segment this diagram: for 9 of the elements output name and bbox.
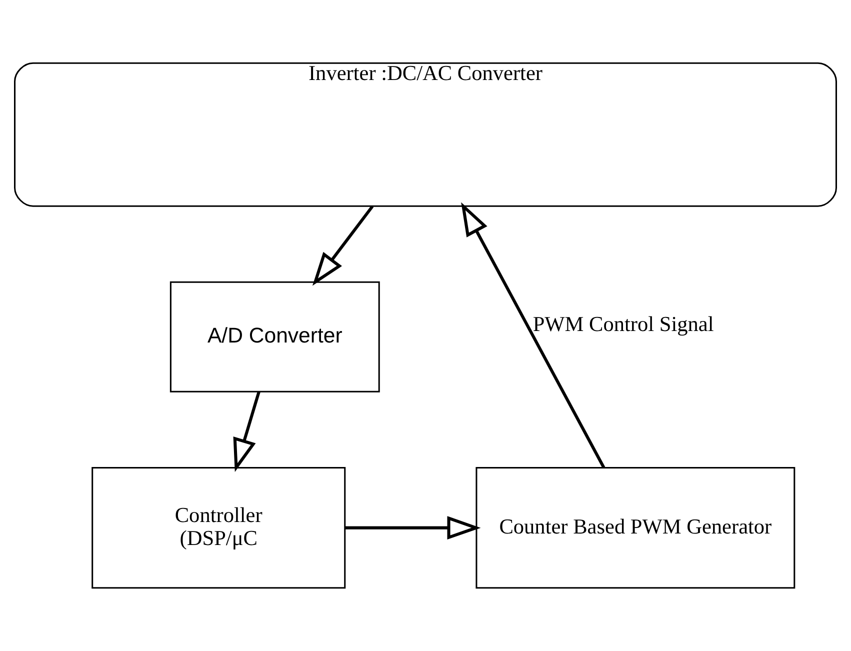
node-box: Counter Based PWM Generator bbox=[476, 466, 796, 589]
arrow bbox=[233, 391, 260, 472]
node-box: A/D Converter bbox=[170, 281, 380, 392]
node-box: Controller (DSP/μC bbox=[92, 466, 346, 589]
arrow bbox=[461, 202, 606, 468]
arrow bbox=[312, 205, 374, 286]
edge-label: PWM Control Signal bbox=[532, 312, 714, 336]
arrow bbox=[345, 516, 481, 540]
node-box: Inverter :DC/AC Converter bbox=[14, 62, 837, 207]
